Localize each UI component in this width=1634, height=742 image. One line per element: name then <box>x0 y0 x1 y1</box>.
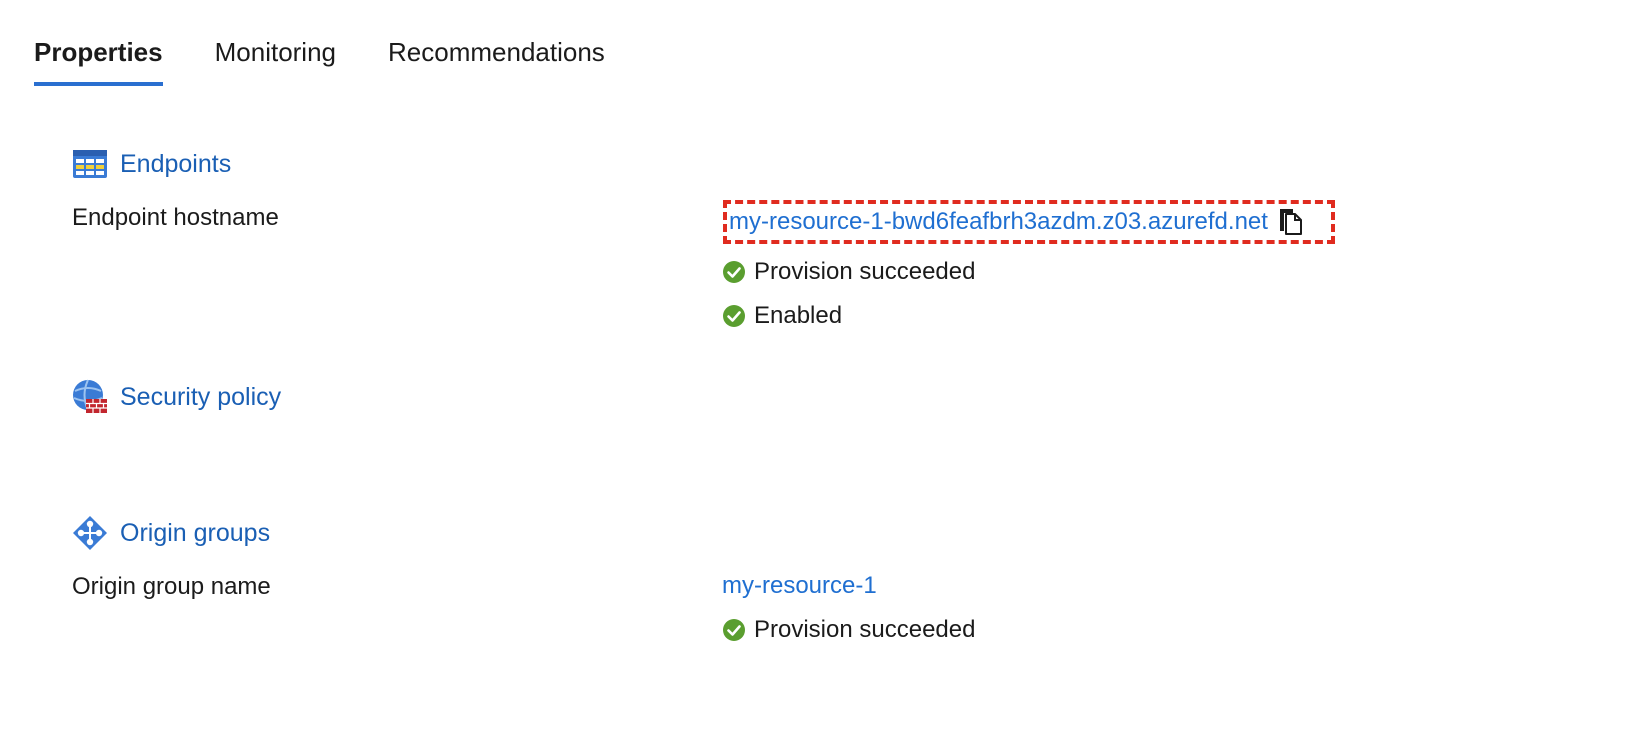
endpoint-hostname-link[interactable]: my-resource-1-bwd6feafbrh3azdm.z03.azure… <box>729 208 1268 235</box>
endpoints-heading: Endpoints <box>72 144 231 184</box>
origin-group-provision-status-text: Provision succeeded <box>754 616 976 643</box>
globe-firewall-icon <box>72 379 108 415</box>
table-icon <box>72 146 108 182</box>
endpoint-provision-status: Provision succeeded <box>722 256 975 288</box>
security-policy-heading-link[interactable]: Security policy <box>120 382 282 411</box>
endpoints-heading-link[interactable]: Endpoints <box>120 149 232 178</box>
success-check-icon <box>723 619 745 641</box>
endpoint-enabled-status: Enabled <box>722 300 842 332</box>
origin-group-name-label: Origin group name <box>72 573 271 600</box>
success-check-icon <box>723 261 745 283</box>
success-check-icon <box>723 305 745 327</box>
endpoint-enabled-status-text: Enabled <box>754 302 843 329</box>
security-policy-heading: Security policy <box>72 377 281 417</box>
tab-monitoring[interactable]: Monitoring <box>214 37 337 67</box>
tab-recommendations[interactable]: Recommendations <box>388 37 605 67</box>
copy-icon[interactable] <box>1278 207 1304 237</box>
endpoint-provision-status-text: Provision succeeded <box>754 258 976 285</box>
endpoint-hostname-label: Endpoint hostname <box>72 204 279 231</box>
tab-properties[interactable]: Properties <box>34 30 163 86</box>
origin-groups-heading-link[interactable]: Origin groups <box>120 518 271 547</box>
tab-bar: Properties Monitoring Recommendations <box>34 30 657 86</box>
origin-group-name-link[interactable]: my-resource-1 <box>722 572 877 599</box>
origin-group-provision-status: Provision succeeded <box>722 614 975 646</box>
endpoint-hostname-highlight: my-resource-1-bwd6feafbrh3azdm.z03.azure… <box>723 200 1335 244</box>
origin-groups-heading: Origin groups <box>72 513 270 553</box>
origin-group-icon <box>72 515 108 551</box>
